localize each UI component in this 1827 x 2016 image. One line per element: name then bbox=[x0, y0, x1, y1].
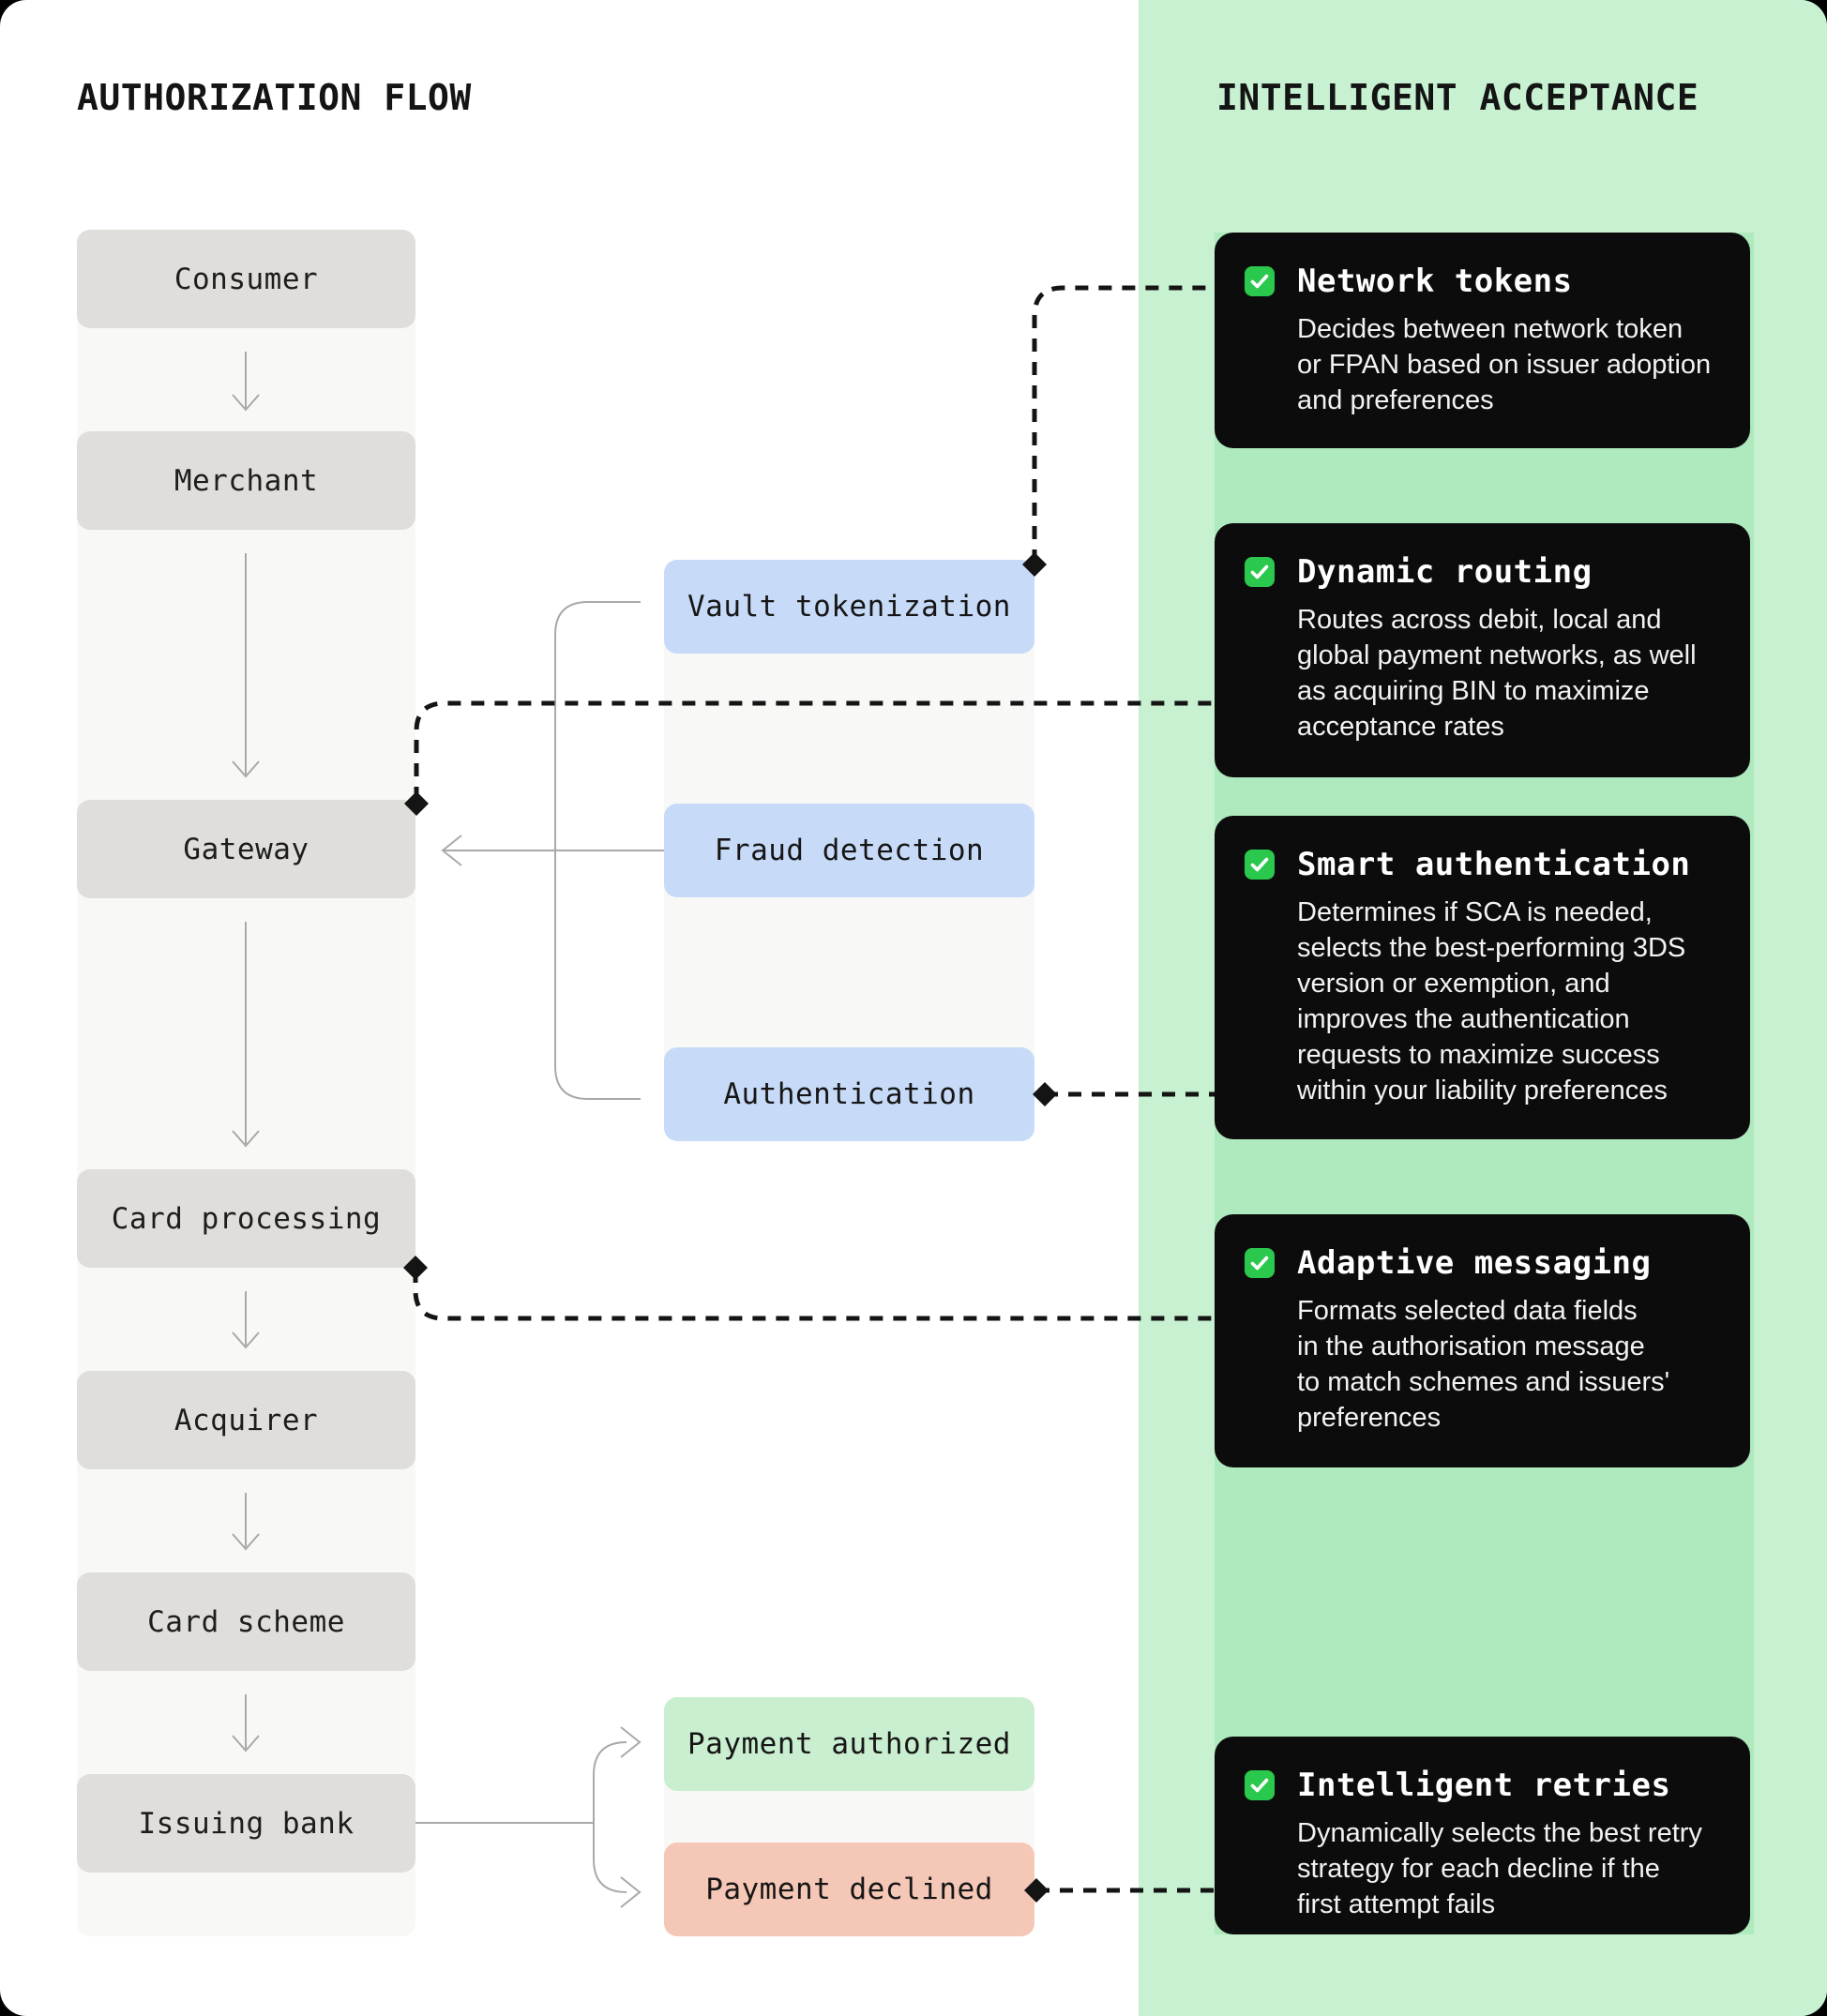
outcome-node-payment-declined: Payment declined bbox=[664, 1843, 1034, 1936]
flow-node-issuing-bank: Issuing bank bbox=[77, 1774, 415, 1873]
card-description: Routes across debit, local and global pa… bbox=[1297, 605, 1697, 742]
checked-checkbox-icon bbox=[1245, 850, 1275, 880]
flow-node-merchant: Merchant bbox=[77, 431, 415, 530]
checked-checkbox-icon bbox=[1245, 1770, 1275, 1800]
card-title: Dynamic routing bbox=[1297, 553, 1593, 591]
card-header: Network tokens bbox=[1245, 263, 1720, 300]
checked-checkbox-icon bbox=[1245, 1248, 1275, 1278]
card-description: Dynamically selects the best retry strat… bbox=[1297, 1818, 1702, 1919]
dotted-cardprocessing-to-adaptive-messaging bbox=[413, 1270, 1215, 1321]
card-title: Network tokens bbox=[1297, 263, 1573, 300]
card-header: Intelligent retries bbox=[1245, 1767, 1720, 1804]
connector-fraud-to-gateway-arrow bbox=[441, 835, 664, 866]
connector-gateway-services-bracket bbox=[554, 601, 641, 1100]
service-node-authentication: Authentication bbox=[664, 1047, 1034, 1141]
feature-card-network-tokens: Network tokens Decides between network t… bbox=[1215, 233, 1750, 448]
feature-card-adaptive-messaging: Adaptive messaging Formats selected data… bbox=[1215, 1214, 1750, 1467]
card-description: Determines if SCA is needed, selects the… bbox=[1297, 897, 1686, 1106]
service-node-vault-tokenization: Vault tokenization bbox=[664, 560, 1034, 654]
feature-card-dynamic-routing: Dynamic routing Routes across debit, loc… bbox=[1215, 523, 1750, 777]
diamond-authentication bbox=[1033, 1082, 1057, 1106]
checked-checkbox-icon bbox=[1245, 266, 1275, 296]
issuing-branch-authorized bbox=[593, 1726, 642, 1823]
checked-checkbox-icon bbox=[1245, 557, 1275, 587]
feature-card-intelligent-retries: Intelligent retries Dynamically selects … bbox=[1215, 1737, 1750, 1934]
flow-node-gateway: Gateway bbox=[77, 800, 415, 898]
flow-node-card-processing: Card processing bbox=[77, 1169, 415, 1268]
flow-node-card-scheme: Card scheme bbox=[77, 1572, 415, 1671]
flow-node-acquirer: Acquirer bbox=[77, 1371, 415, 1469]
feature-card-smart-authentication: Smart authentication Determines if SCA i… bbox=[1215, 816, 1750, 1139]
intelligent-acceptance-title: INTELLIGENT ACCEPTANCE bbox=[1216, 77, 1699, 118]
card-title: Intelligent retries bbox=[1297, 1767, 1671, 1804]
service-node-fraud-detection: Fraud detection bbox=[664, 804, 1034, 897]
flow-node-consumer: Consumer bbox=[77, 230, 415, 328]
card-title: Adaptive messaging bbox=[1297, 1244, 1652, 1282]
card-header: Dynamic routing bbox=[1245, 553, 1720, 591]
card-header: Smart authentication bbox=[1245, 846, 1720, 883]
connector-issuingbank-outcomes bbox=[415, 1726, 642, 1908]
card-description: Decides between network token or FPAN ba… bbox=[1297, 314, 1712, 415]
outcome-node-payment-authorized: Payment authorized bbox=[664, 1697, 1034, 1791]
card-description: Formats selected data fields in the auth… bbox=[1297, 1296, 1670, 1433]
authorization-flow-title: AUTHORIZATION FLOW bbox=[77, 77, 472, 118]
issuing-branch-declined bbox=[593, 1823, 642, 1908]
card-title: Smart authentication bbox=[1297, 846, 1691, 883]
card-header: Adaptive messaging bbox=[1245, 1244, 1720, 1282]
